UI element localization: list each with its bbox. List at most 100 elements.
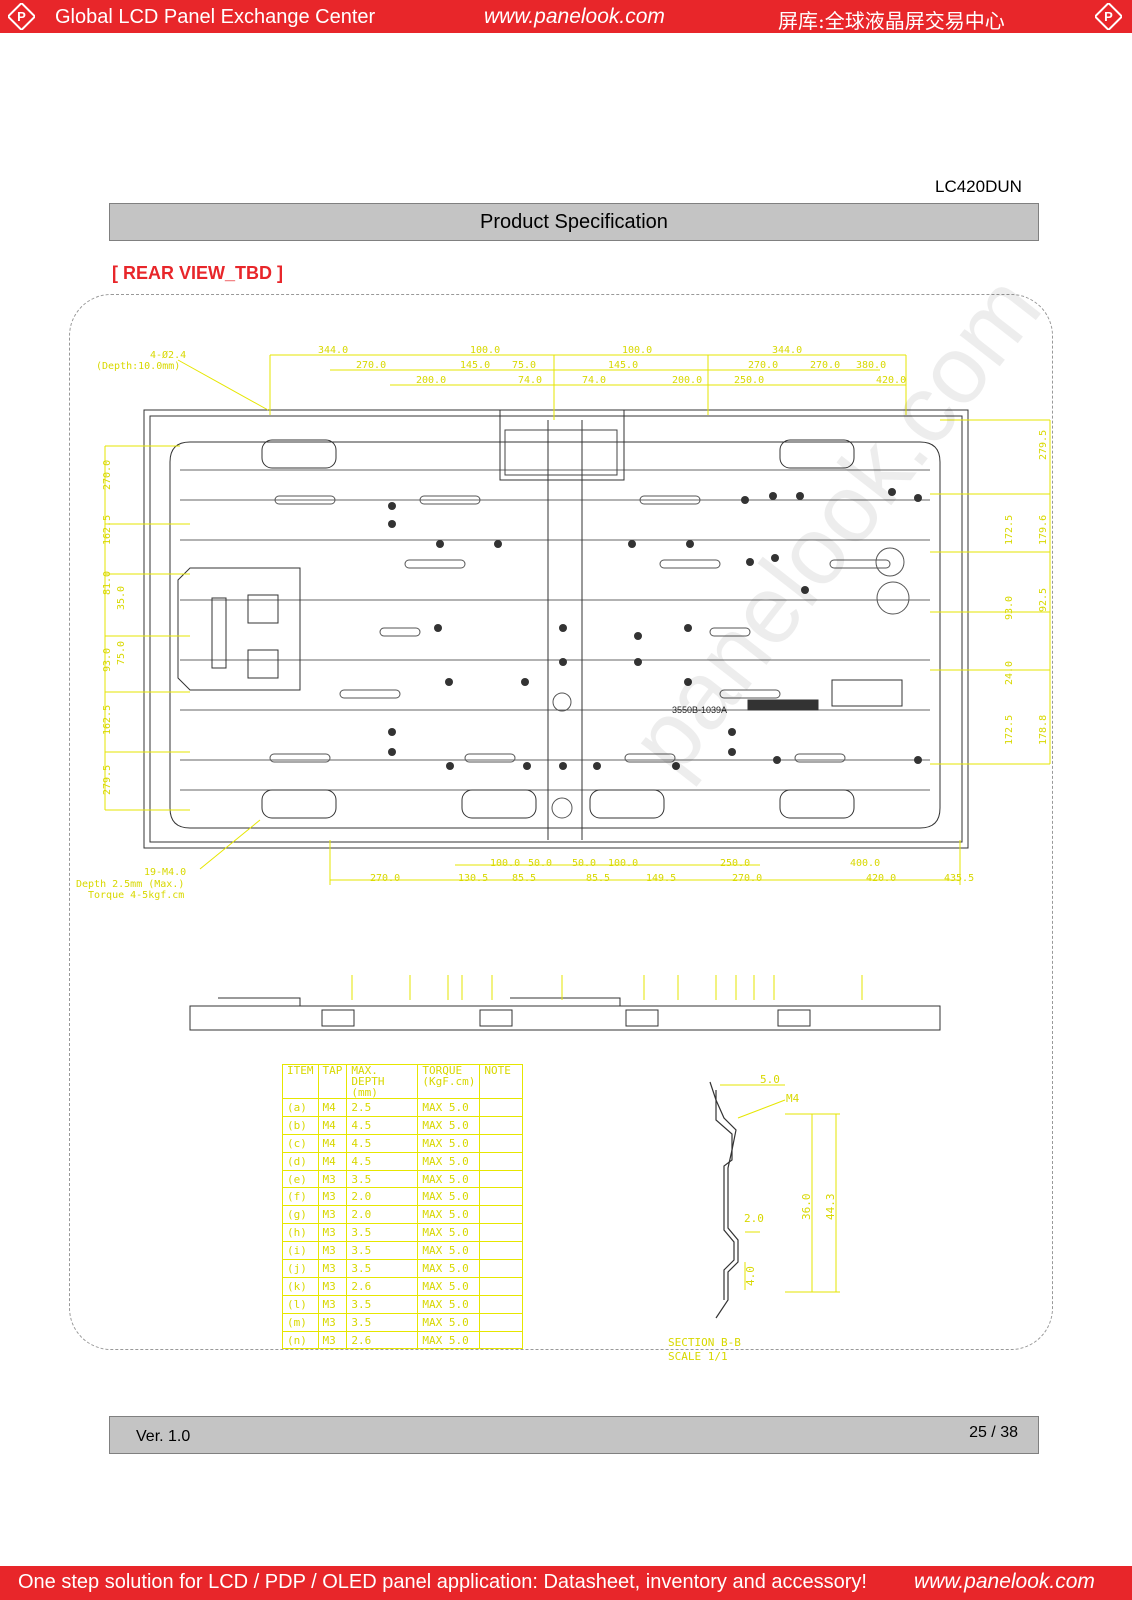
- table-cell: [479, 1259, 524, 1278]
- table-cell: 4.5: [346, 1151, 419, 1171]
- section-caption: SCALE 1/1: [668, 1350, 728, 1363]
- table-cell: 3.5: [346, 1241, 419, 1261]
- table-cell: (f): [282, 1187, 319, 1207]
- table-cell: M3: [317, 1259, 348, 1278]
- panelook-logo-icon: P: [8, 3, 35, 30]
- dim-label: 344.0: [318, 345, 348, 356]
- table-cell: (e): [282, 1169, 319, 1189]
- page-number: 25 / 38: [969, 1424, 1018, 1441]
- bottom-banner: One step solution for LCD / PDP / OLED p…: [0, 1566, 1132, 1600]
- table-cell: (a): [282, 1098, 319, 1117]
- table-cell: (k): [282, 1276, 319, 1296]
- table-cell: [479, 1098, 524, 1117]
- dim-label: 130.5: [458, 873, 488, 884]
- table-cell: MAX 5.0: [417, 1330, 481, 1350]
- table-cell: MAX 5.0: [417, 1115, 481, 1135]
- table-header-cell: MAX. DEPTH (mm): [346, 1064, 419, 1099]
- dim-label: 400.0: [850, 858, 880, 869]
- callout-text: (Depth:10.0mm): [96, 361, 180, 372]
- table-cell: MAX 5.0: [417, 1151, 481, 1171]
- table-cell: [479, 1294, 524, 1314]
- table-cell: [479, 1187, 524, 1207]
- table-cell: [479, 1330, 524, 1350]
- dim-label: 50.0: [572, 858, 596, 869]
- mount-pad: [261, 789, 337, 819]
- footer-bar: Ver. 1.0 25 / 38: [109, 1416, 1039, 1454]
- watermark-text: panelook.com: [609, 256, 1061, 793]
- panelook-logo-icon: P: [1095, 3, 1122, 30]
- dim-label: 270.0: [810, 360, 840, 371]
- table-cell: M4: [317, 1098, 348, 1117]
- dim-label: 100.0: [622, 345, 652, 356]
- table-header-cell: TAP: [317, 1064, 348, 1099]
- table-cell: 4.5: [346, 1115, 419, 1135]
- table-cell: M4: [317, 1115, 348, 1135]
- dim-label: 162.5: [102, 515, 113, 545]
- dim-label: 75.0: [512, 360, 536, 371]
- table-header-cell: TORQUE (KgF.cm): [417, 1064, 481, 1099]
- callout-text: Torque 4-5kgf.cm: [88, 890, 184, 901]
- table-cell: (d): [282, 1151, 319, 1171]
- version-text: Ver. 1.0: [136, 1428, 191, 1445]
- mount-pad: [779, 789, 855, 819]
- bottom-banner-link[interactable]: www.panelook.com: [914, 1570, 1095, 1593]
- table-cell: 3.5: [346, 1259, 419, 1278]
- table-cell: (i): [282, 1241, 319, 1261]
- dim-label: 420.0: [876, 375, 906, 386]
- callout-text: Depth 2.5mm (Max.): [76, 879, 184, 890]
- header-url-link[interactable]: www.panelook.com: [484, 5, 665, 28]
- dim-label: 270.0: [748, 360, 778, 371]
- dim-label: 200.0: [672, 375, 702, 386]
- section-b-b-drawing: [709, 1081, 739, 1319]
- table-cell: [479, 1241, 524, 1261]
- dim-label: 4.0: [744, 1266, 757, 1286]
- dim-label: 380.0: [856, 360, 886, 371]
- table-cell: [479, 1312, 524, 1332]
- table-header-cell: NOTE: [479, 1064, 524, 1099]
- dim-label: 250.0: [734, 375, 764, 386]
- drawing-frame: [69, 294, 1053, 1350]
- mount-pad: [779, 439, 855, 469]
- mount-pad: [261, 439, 337, 469]
- dim-label: 81.0: [102, 571, 113, 595]
- table-cell: MAX 5.0: [417, 1133, 481, 1153]
- table-cell: M3: [317, 1169, 348, 1189]
- table-cell: (g): [282, 1205, 319, 1225]
- dim-label: 92.5: [1038, 588, 1049, 612]
- dim-label: 35.0: [116, 586, 127, 610]
- table-cell: M4: [317, 1133, 348, 1153]
- spec-title-bar: Product Specification: [109, 203, 1039, 241]
- table-cell: MAX 5.0: [417, 1312, 481, 1332]
- dim-label: 93.0: [102, 648, 113, 672]
- dim-label: 44.3: [824, 1194, 837, 1221]
- dim-label: 145.0: [460, 360, 490, 371]
- table-cell: (j): [282, 1259, 319, 1278]
- dim-label: 270.0: [370, 873, 400, 884]
- dim-label: 74.0: [518, 375, 542, 386]
- model-number: LC420DUN: [935, 177, 1022, 196]
- dim-label: M4: [786, 1092, 800, 1105]
- dim-label: 85.5: [512, 873, 536, 884]
- dim-label: 149.5: [646, 873, 676, 884]
- dim-label: 5.0: [760, 1073, 780, 1086]
- table-cell: [479, 1205, 524, 1225]
- dim-label: 270.0: [732, 873, 762, 884]
- table-header-row: ITEM TAP MAX. DEPTH (mm) TORQUE (KgF.cm)…: [282, 1064, 524, 1099]
- bottom-banner-text: One step solution for LCD / PDP / OLED p…: [18, 1571, 867, 1593]
- table-cell: MAX 5.0: [417, 1259, 481, 1278]
- table-cell: M3: [317, 1187, 348, 1207]
- table-cell: (n): [282, 1330, 319, 1350]
- dim-label: 279.5: [102, 765, 113, 795]
- dim-label: 270.0: [102, 460, 113, 490]
- dim-label: 179.6: [1038, 515, 1049, 545]
- table-cell: 2.0: [346, 1205, 419, 1225]
